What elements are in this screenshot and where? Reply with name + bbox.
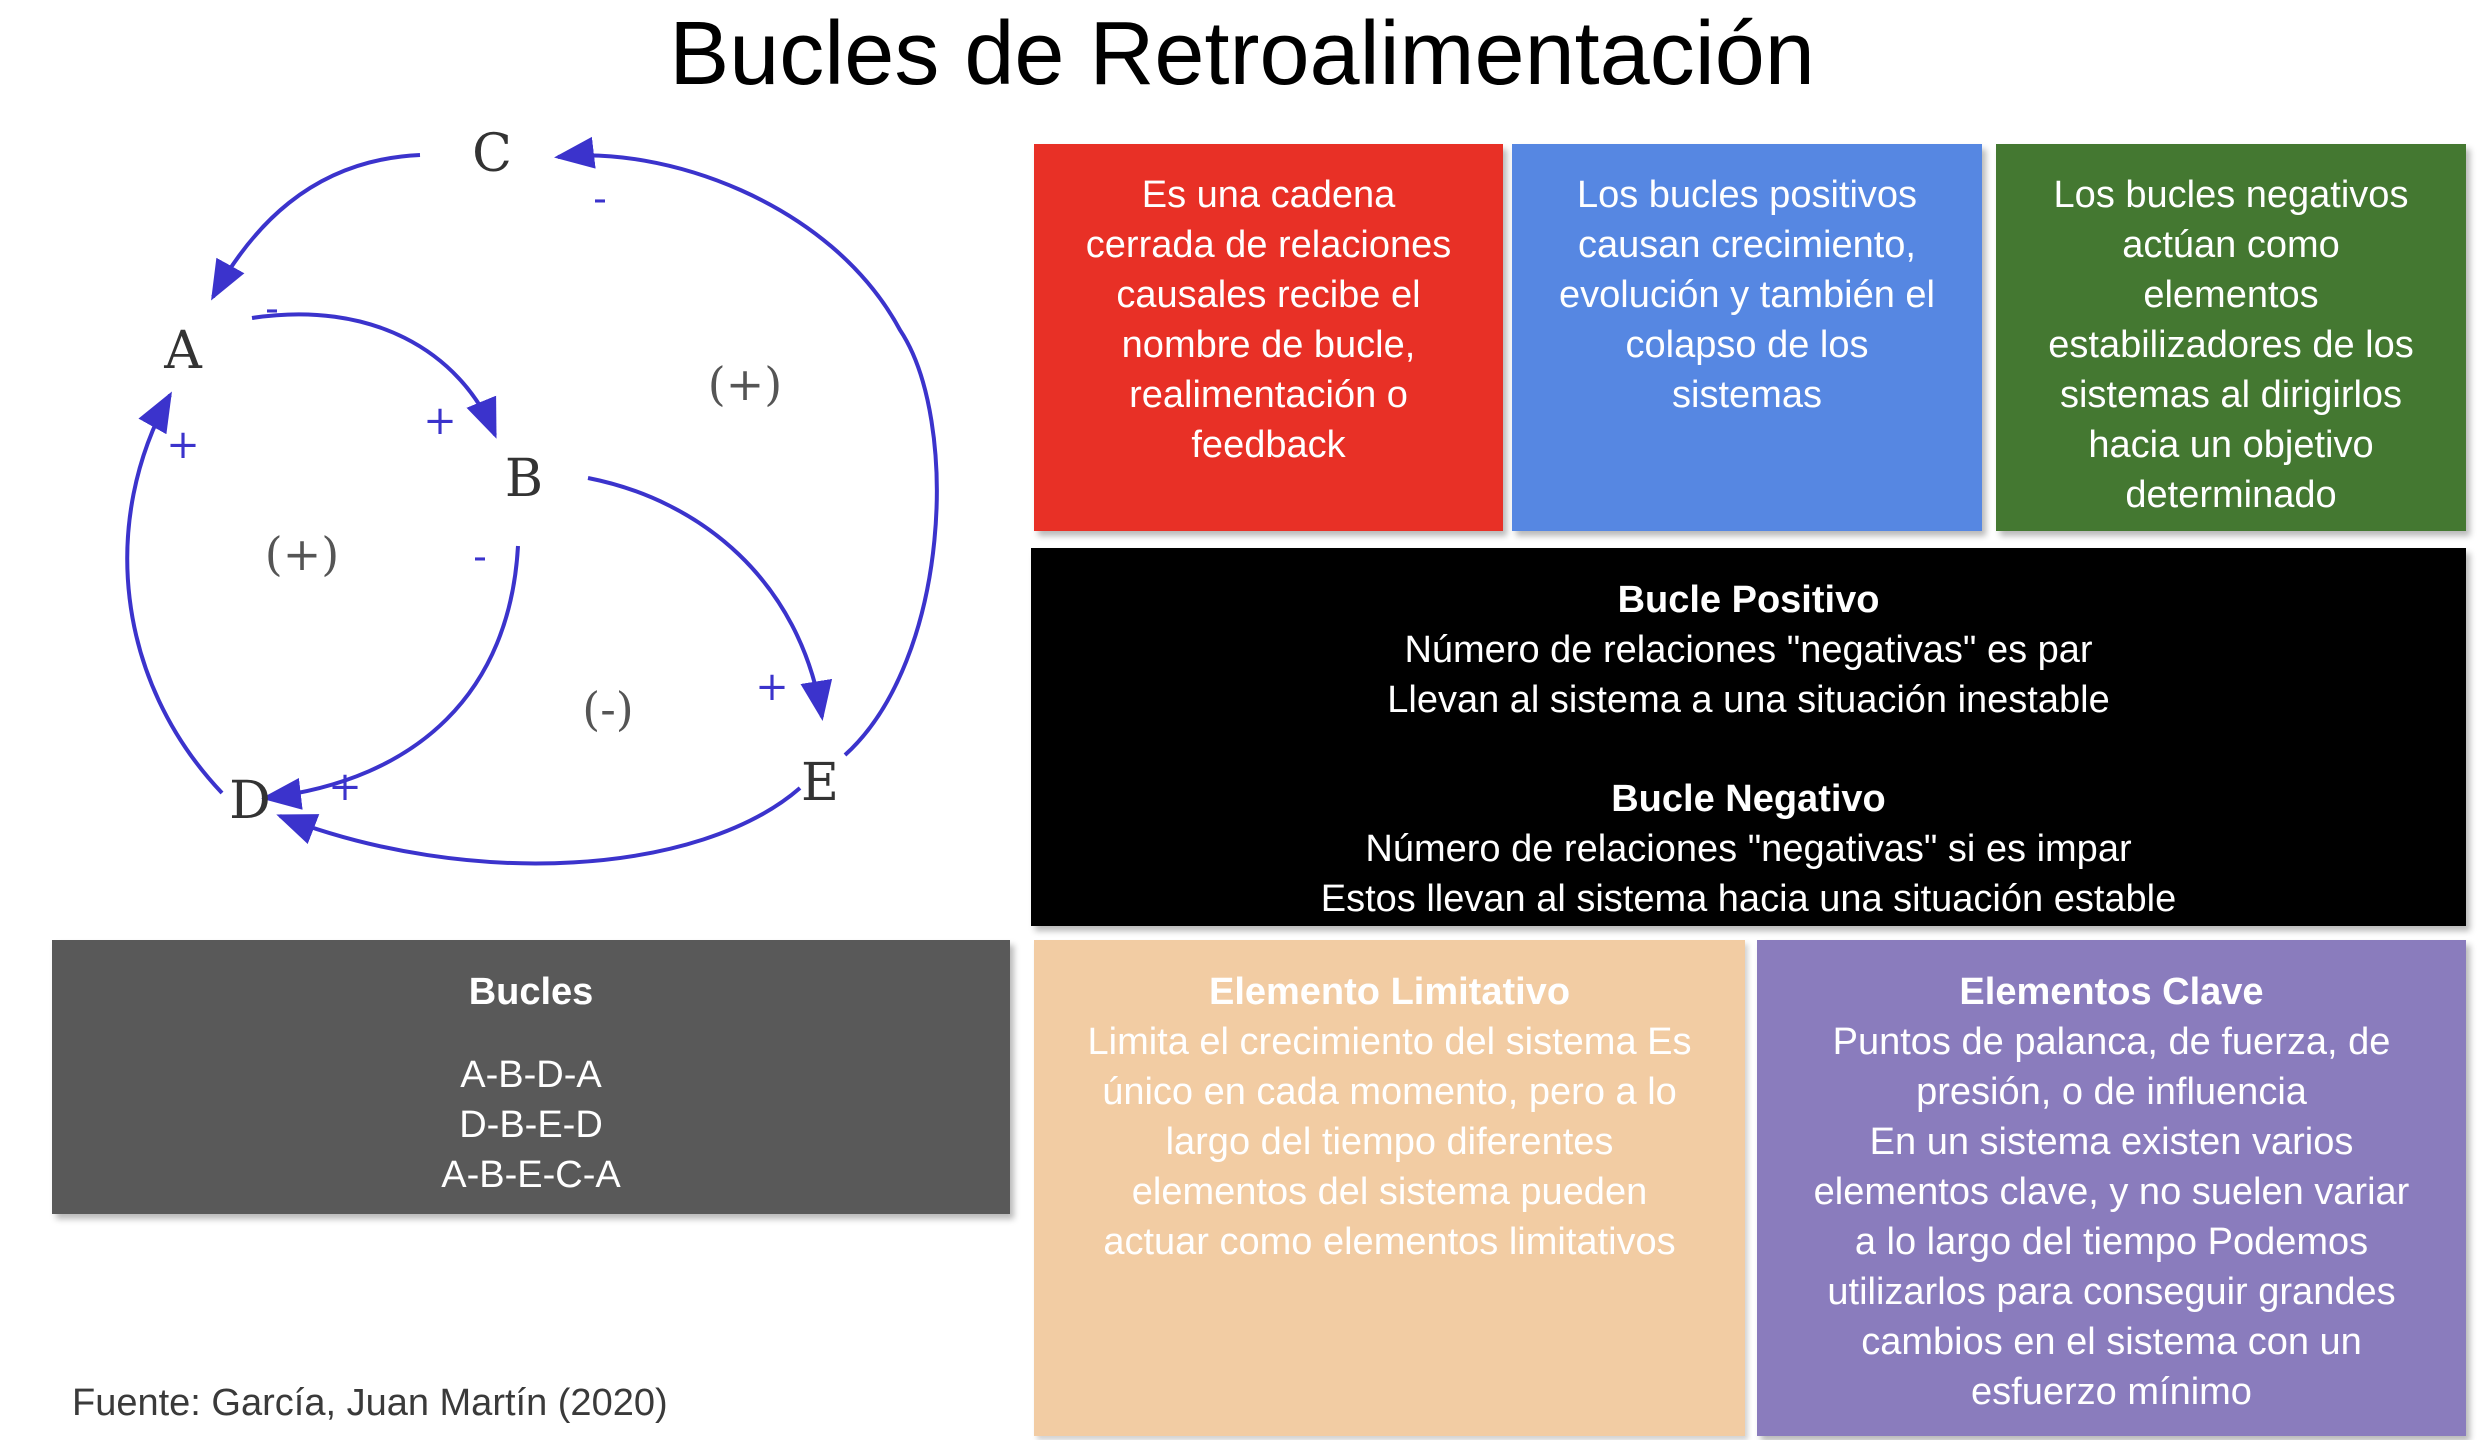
arrow-c-to-a (211, 153, 421, 301)
loop-item: D-B-E-D (459, 1104, 603, 1146)
negative-loops-line: Los bucles negativos (2053, 174, 2409, 216)
arrow-e-to-d (276, 786, 802, 866)
loop-item: A-B-D-A (460, 1054, 602, 1096)
definition-line: causales recibe el (1116, 274, 1421, 316)
node-a: A (163, 321, 203, 381)
loop-types-box: Bucle Positivo Número de relaciones "neg… (1031, 548, 2466, 926)
arrow-d-to-a (125, 391, 224, 795)
positive-loops-line: evolución y también el (1559, 274, 1935, 316)
definition-line: realimentación o (1129, 374, 1408, 416)
loops-list-heading: Bucles (468, 971, 594, 1013)
sign-e-to-c: - (593, 176, 607, 222)
positive-loop-line: Número de relaciones "negativas" es par (1404, 629, 2093, 671)
node-e: E (801, 753, 839, 813)
loops-list-box: Bucles A-B-D-A D-B-E-D A-B-E-C-A (52, 940, 1010, 1214)
sign-b-to-e: + (755, 664, 789, 710)
limiting-element-line: largo del tiempo diferentes (1165, 1121, 1614, 1163)
limiting-element-line: elementos del sistema pueden (1131, 1171, 1648, 1213)
key-elements-heading: Elementos Clave (1959, 971, 2264, 1013)
sign-c-to-a: - (265, 286, 279, 332)
negative-loops-line: sistemas al dirigirlos (2059, 374, 2403, 416)
definition-line: Es una cadena (1141, 174, 1396, 216)
positive-loops-line: colapso de los (1625, 324, 1869, 366)
key-elements-line: utilizarlos para conseguir grandes (1827, 1271, 2396, 1313)
node-d: D (229, 771, 271, 831)
sign-a-to-b: + (423, 398, 457, 444)
key-elements-line: presión, o de influencia (1916, 1071, 2307, 1113)
sign-b-to-d: - (473, 534, 487, 580)
limiting-element-line: único en cada momento, pero a lo (1102, 1071, 1677, 1113)
positive-loops-line: Los bucles positivos (1576, 174, 1918, 216)
key-elements-line: Puntos de palanca, de fuerza, de (1832, 1021, 2391, 1063)
node-c: C (472, 124, 512, 184)
node-b: B (505, 449, 543, 509)
definition-box: Es una cadena cerrada de relaciones caus… (1034, 144, 1503, 531)
negative-loop-heading: Bucle Negativo (1611, 778, 1886, 820)
sign-d-to-a: + (166, 422, 200, 468)
positive-loops-box: Los bucles positivos causan crecimiento,… (1512, 144, 1982, 531)
key-elements-line: esfuerzo mínimo (1971, 1371, 2252, 1413)
causal-loop-diagram: C A B D E (+) (+) (-) - - + + - + + (125, 124, 939, 866)
arrow-b-to-d (261, 545, 520, 810)
key-elements-line: a lo largo del tiempo Podemos (1854, 1221, 2369, 1263)
negative-loops-line: determinado (2125, 474, 2337, 516)
definition-line: nombre de bucle, (1121, 324, 1416, 366)
positive-loops-line: causan crecimiento, (1578, 224, 1916, 266)
arrow-e-to-c (554, 136, 939, 757)
key-elements-line: elementos clave, y no suelen variar (1813, 1171, 2410, 1213)
source-citation: Fuente: García, Juan Martín (2020) (72, 1382, 668, 1424)
negative-loops-box: Los bucles negativos actúan como element… (1996, 144, 2466, 531)
loop-item: A-B-E-C-A (441, 1154, 621, 1196)
arrow-b-to-e (587, 476, 833, 721)
negative-loops-line: actúan como (2122, 224, 2340, 266)
negative-loop-line: Estos llevan al sistema hacia una situac… (1320, 878, 2177, 920)
key-elements-line: En un sistema existen varios (1869, 1121, 2354, 1163)
loop-label-dbe: (-) (582, 682, 633, 736)
negative-loops-line: hacia un objetivo (2088, 424, 2374, 466)
loop-label-outer: (+) (708, 357, 782, 411)
loop-label-abd: (+) (265, 527, 339, 581)
positive-loop-heading: Bucle Positivo (1617, 579, 1880, 621)
key-elements-line: cambios en el sistema con un (1861, 1321, 2362, 1363)
limiting-element-box: Elemento Limitativo Limita el crecimient… (1034, 940, 1745, 1436)
positive-loops-line: sistemas (1672, 374, 1822, 416)
arrow-a-to-b (251, 312, 497, 439)
negative-loops-line: estabilizadores de los (2048, 324, 2414, 366)
sign-e-to-d: + (328, 764, 362, 810)
limiting-element-line: actuar como elementos limitativos (1103, 1221, 1676, 1263)
definition-line: cerrada de relaciones (1085, 224, 1452, 266)
positive-loop-line: Llevan al sistema a una situación inesta… (1387, 679, 2110, 721)
page-title: Bucles de Retroalimentación (669, 4, 1815, 104)
negative-loops-line: elementos (2143, 274, 2319, 316)
negative-loop-line: Número de relaciones "negativas" si es i… (1365, 828, 2132, 870)
limiting-element-line: Limita el crecimiento del sistema Es (1087, 1021, 1692, 1063)
limiting-element-heading: Elemento Limitativo (1208, 971, 1571, 1013)
definition-line: feedback (1191, 424, 1346, 466)
key-elements-box: Elementos Clave Puntos de palanca, de fu… (1757, 940, 2466, 1436)
